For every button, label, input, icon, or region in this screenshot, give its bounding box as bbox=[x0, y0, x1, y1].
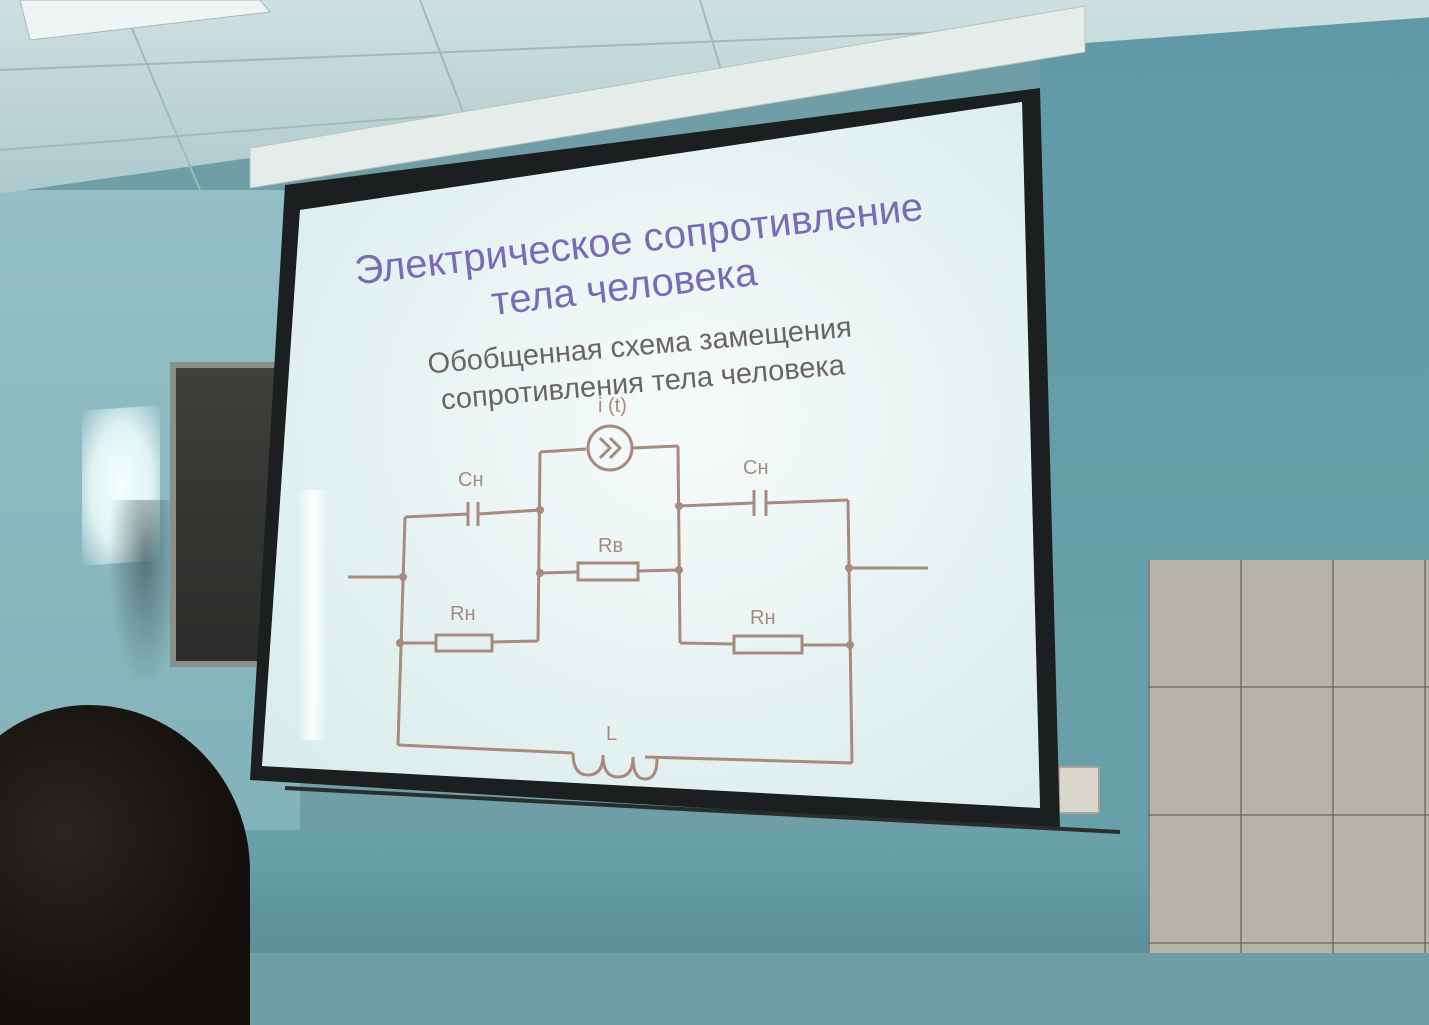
equivalent-circuit bbox=[348, 424, 928, 781]
resistor-left-label: Rн bbox=[450, 603, 476, 625]
current-source-arrow bbox=[598, 436, 613, 460]
resistor-middle-label: Rв bbox=[598, 535, 623, 557]
inductor-label: L bbox=[606, 723, 617, 745]
screen-bottom-bar bbox=[284, 786, 1121, 834]
screen-housing bbox=[249, 5, 1086, 189]
circuit-junctions bbox=[396, 502, 854, 649]
light-reflection bbox=[298, 490, 328, 740]
power-outlet bbox=[1058, 766, 1100, 814]
inductor bbox=[571, 752, 659, 781]
current-source-label: i (t) bbox=[598, 395, 627, 417]
person-shadow bbox=[110, 500, 180, 680]
wall-tiles bbox=[1148, 560, 1429, 953]
resistor-middle bbox=[576, 561, 640, 582]
resistor-right-label: Rн bbox=[750, 607, 776, 629]
ceiling-light bbox=[19, 0, 271, 41]
capacitor-left-label: Cн bbox=[458, 469, 484, 491]
projection-screen: Электрическое сопротивление тела человек… bbox=[249, 5, 1121, 834]
resistor-left bbox=[434, 633, 494, 653]
capacitor-right-label: Cн bbox=[743, 457, 769, 479]
